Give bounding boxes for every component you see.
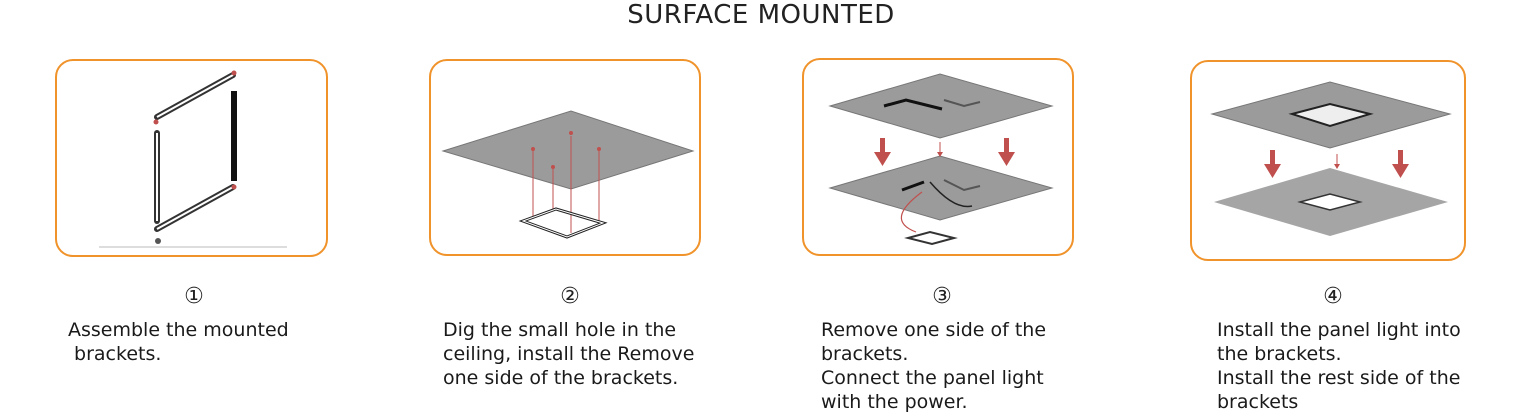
- step-3-line-3: Connect the panel light: [821, 367, 1044, 389]
- step-1-description: Assemble the mounted brackets.: [68, 318, 289, 366]
- bracket-assembly-drawing: [99, 70, 287, 248]
- step-1-number: ①: [184, 284, 204, 309]
- step-2-description: Dig the small hole in the ceiling, insta…: [443, 318, 694, 390]
- step-4-description: Install the panel light into the bracket…: [1217, 318, 1461, 414]
- step-3-illustration: [802, 58, 1074, 256]
- step-2-line-2: ceiling, install the Remove: [443, 343, 695, 365]
- install-panel-drawing: [1210, 81, 1452, 236]
- step-4-line-2: the brackets.: [1217, 343, 1342, 365]
- step-4-line-4: brackets: [1217, 391, 1299, 413]
- step-4-line-3: Install the rest side of the: [1217, 367, 1461, 389]
- step-1-line-2: brackets.: [68, 343, 162, 365]
- step-4-illustration: [1190, 60, 1466, 261]
- step-3-line-4: with the power.: [821, 391, 968, 413]
- step-2-line-3: one side of the brackets.: [443, 367, 679, 389]
- step-3-number: ③: [932, 284, 952, 309]
- step-1-illustration: [55, 59, 328, 257]
- remove-bracket-drawing: [828, 73, 1054, 246]
- step-2-number: ②: [560, 284, 580, 309]
- ceiling-drilling-drawing: [441, 110, 695, 239]
- step-4-number: ④: [1323, 284, 1343, 309]
- step-2-line-1: Dig the small hole in the: [443, 319, 677, 341]
- step-2-illustration: [429, 59, 701, 256]
- step-4-line-1: Install the panel light into: [1217, 319, 1461, 341]
- page-title: SURFACE MOUNTED: [627, 0, 895, 30]
- step-3-line-2: brackets.: [821, 343, 909, 365]
- step-3-line-1: Remove one side of the: [821, 319, 1047, 341]
- step-1-line-1: Assemble the mounted: [68, 319, 289, 341]
- step-3-description: Remove one side of the brackets. Connect…: [821, 318, 1046, 414]
